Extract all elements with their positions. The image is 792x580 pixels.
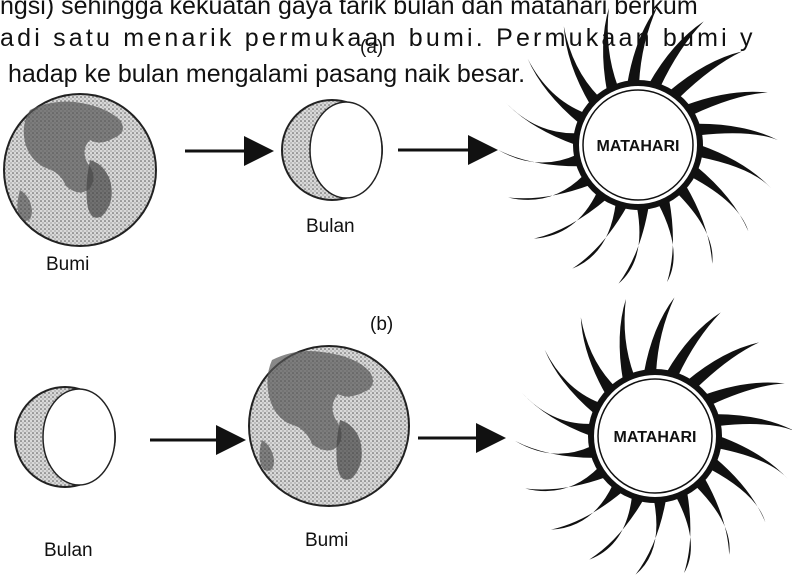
sun-ray xyxy=(644,297,675,373)
sun-ray xyxy=(658,199,673,282)
sun-ray xyxy=(620,299,635,381)
sun-ray xyxy=(498,150,580,166)
moon-b xyxy=(15,387,115,487)
sun-label: MATAHARI xyxy=(614,429,697,446)
sun-ray xyxy=(508,175,590,200)
sun-ray xyxy=(551,484,623,529)
panel-b-label: (b) xyxy=(370,314,393,336)
earth-b xyxy=(249,346,409,506)
sun-b: MATAHARI xyxy=(515,297,792,574)
sun-ray xyxy=(691,166,748,231)
sun-ray xyxy=(715,414,792,431)
moon-b-label: Bulan xyxy=(44,540,93,562)
sun-ray xyxy=(627,6,657,84)
sun-ray xyxy=(534,192,607,239)
sun-ray xyxy=(687,342,759,387)
sun-a: MATAHARI xyxy=(498,6,778,283)
moon-a-label: Bulan xyxy=(306,216,355,238)
sun-ray xyxy=(685,92,767,115)
sun-ray xyxy=(695,477,729,555)
sun-ray xyxy=(676,491,691,573)
sun-ray xyxy=(704,382,785,404)
sun-ray xyxy=(589,496,644,560)
sun-ray xyxy=(677,185,713,264)
sun-ray xyxy=(581,317,615,395)
earth-a-label: Bumi xyxy=(46,254,89,276)
sun-ray xyxy=(619,206,649,284)
earth-b-label: Bumi xyxy=(305,530,348,552)
sun-ray xyxy=(572,203,627,269)
moon-a xyxy=(282,100,382,200)
sun-ray xyxy=(696,124,778,140)
sun-ray xyxy=(525,467,606,491)
sun-ray xyxy=(636,499,667,575)
sun-label: MATAHARI xyxy=(597,138,680,155)
sun-ray xyxy=(564,26,599,105)
sun-ray xyxy=(669,51,742,98)
earth-a xyxy=(4,94,156,246)
sun-ray xyxy=(603,8,618,91)
sun-ray xyxy=(515,441,595,458)
panel-a-label: (a) xyxy=(360,37,383,59)
